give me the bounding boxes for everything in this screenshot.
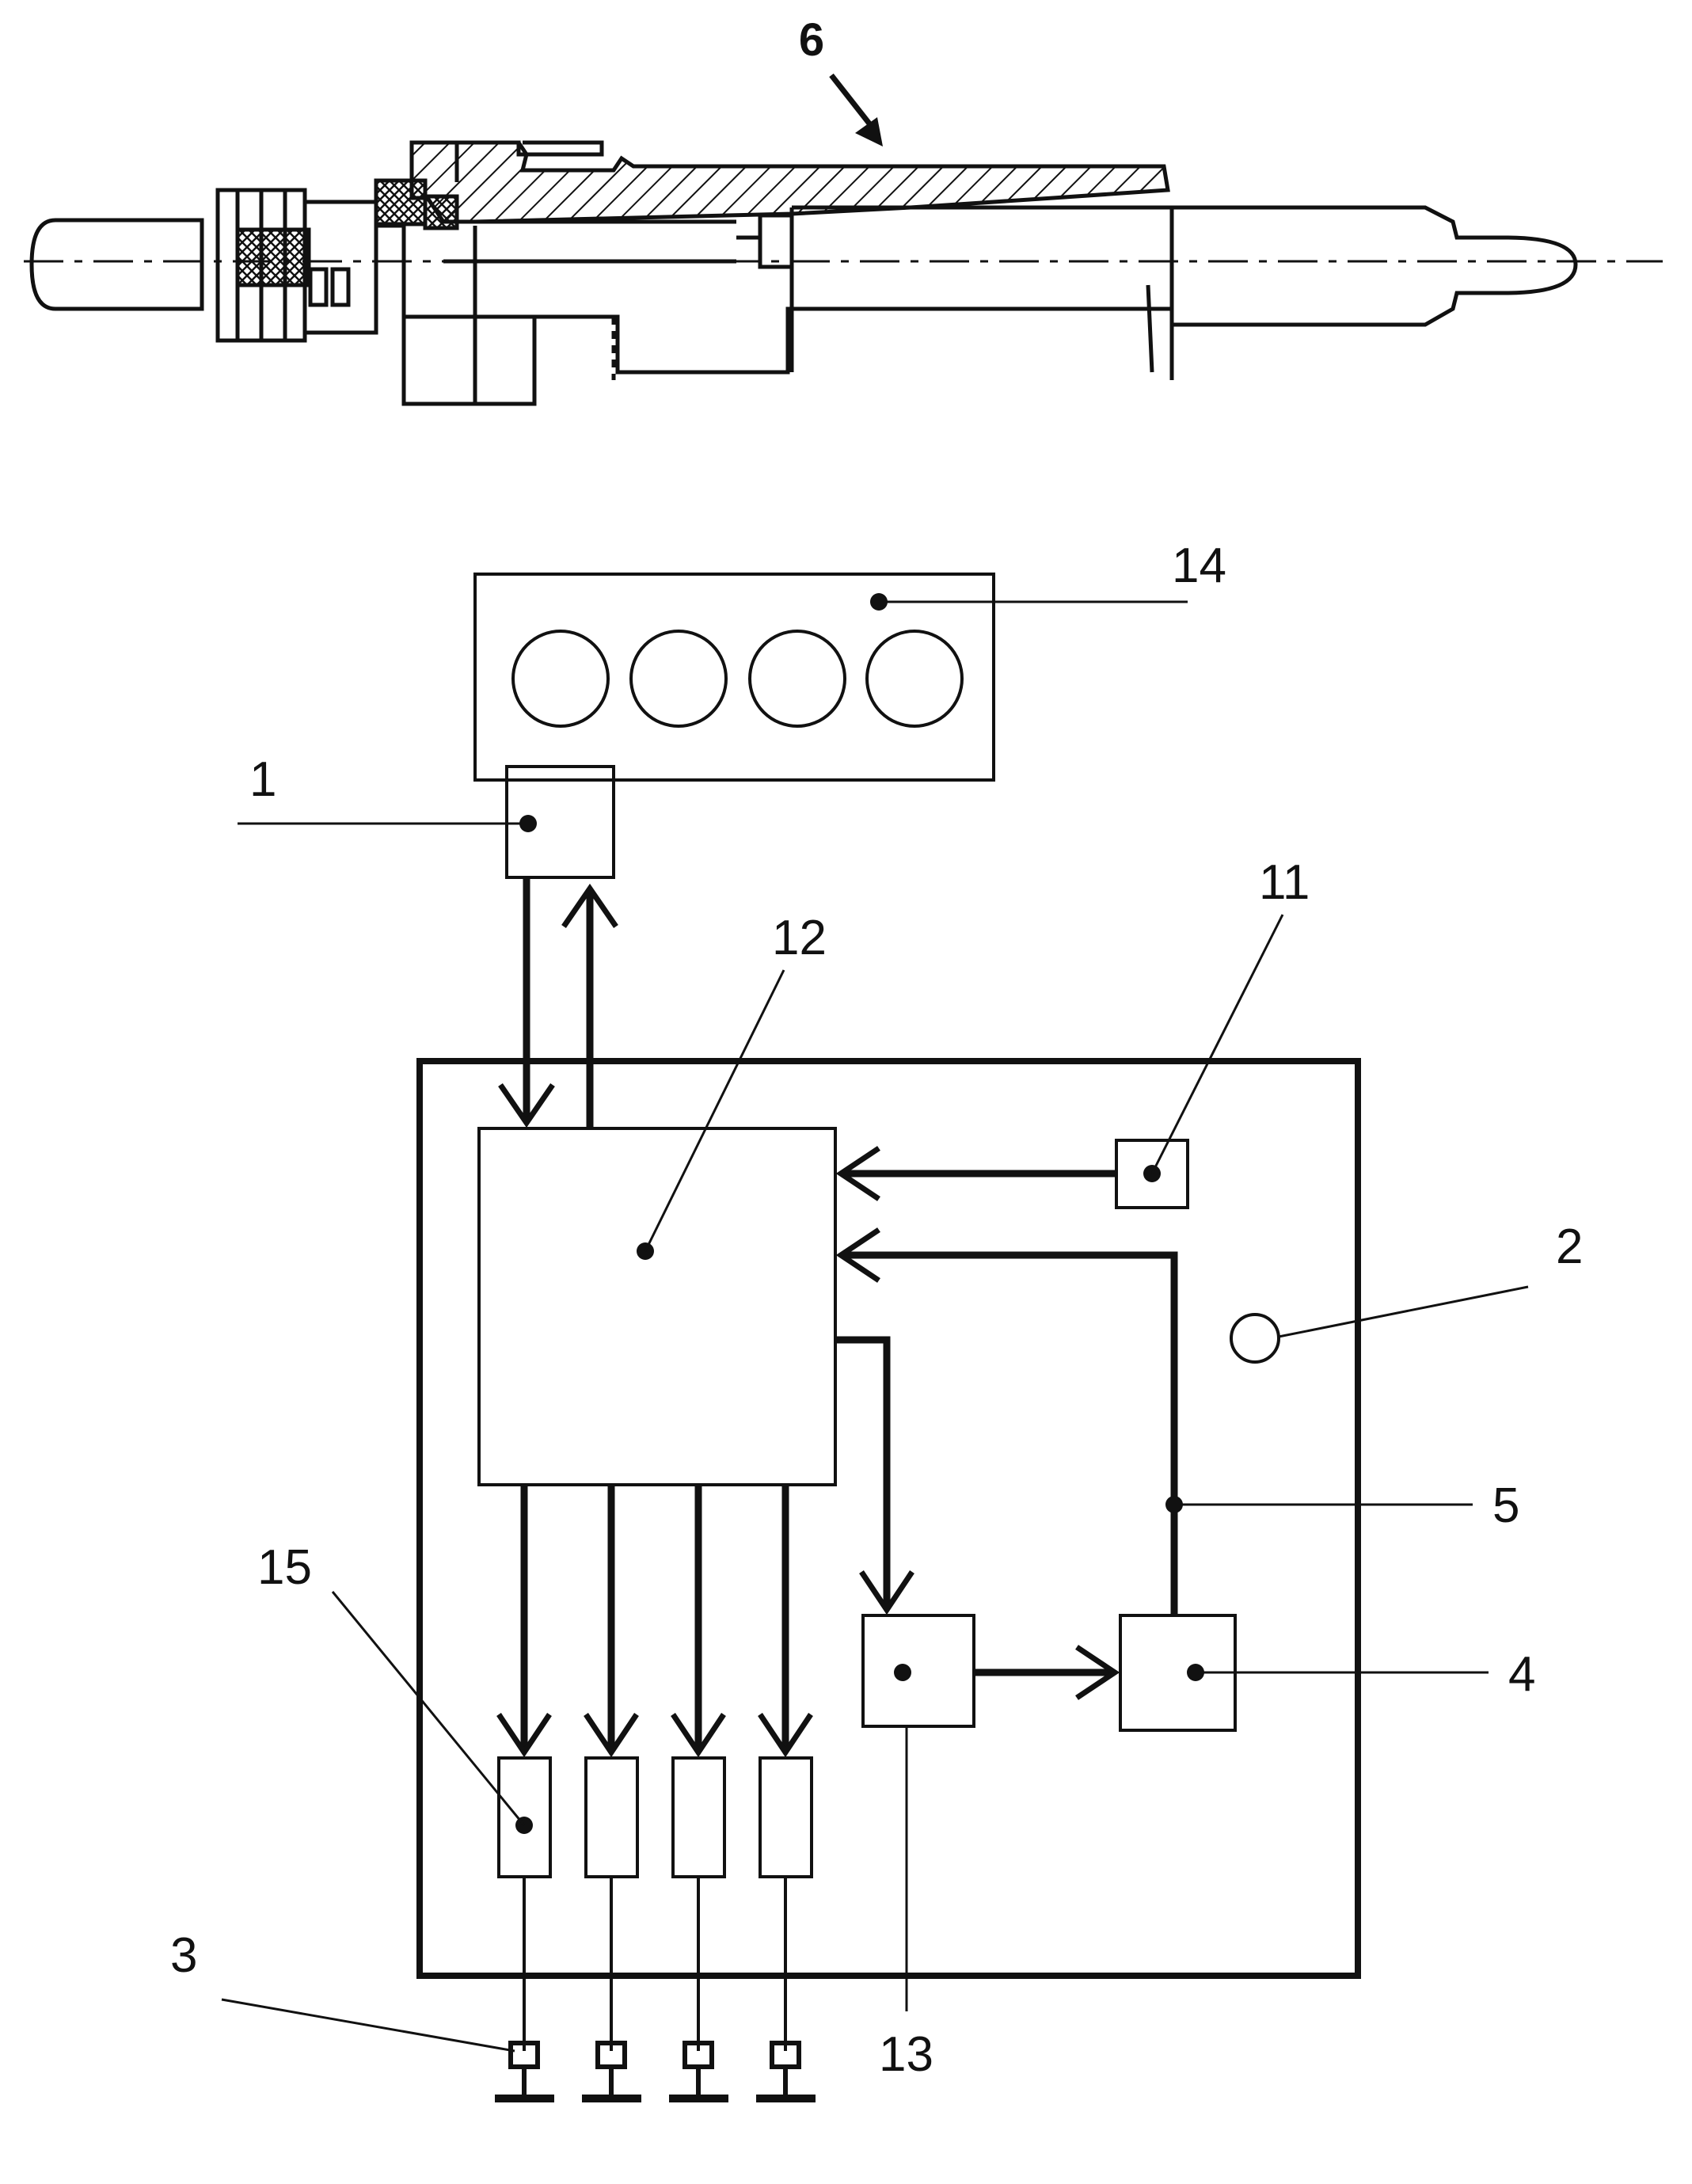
cylinder-4 bbox=[867, 631, 962, 726]
leader-2 bbox=[1279, 1287, 1528, 1337]
label-13: 13 bbox=[879, 2027, 933, 2082]
label-4: 4 bbox=[1508, 1647, 1535, 1702]
block-13 bbox=[863, 1615, 974, 1726]
element-2 bbox=[1231, 1315, 1279, 1362]
label-1: 1 bbox=[249, 752, 276, 807]
switch-15-4 bbox=[760, 1758, 812, 1877]
engine-block-14 bbox=[475, 574, 994, 780]
label-6: 6 bbox=[799, 14, 824, 66]
line-5 bbox=[843, 1255, 1174, 1615]
label-11: 11 bbox=[1259, 855, 1310, 910]
cylinder-1 bbox=[513, 631, 608, 726]
glow-plug-symbols-3 bbox=[495, 2043, 816, 2098]
insulator-mesh bbox=[238, 230, 309, 285]
microcontroller-12 bbox=[479, 1128, 835, 1485]
label-5: 5 bbox=[1492, 1478, 1519, 1533]
leader-11 bbox=[1152, 915, 1283, 1174]
cylinder-3 bbox=[750, 631, 845, 726]
leader-12 bbox=[645, 970, 784, 1251]
line-12-to-13 bbox=[835, 1340, 887, 1608]
label-2: 2 bbox=[1556, 1219, 1583, 1274]
label-15: 15 bbox=[257, 1540, 312, 1595]
cylinder-2 bbox=[631, 631, 726, 726]
leader-3 bbox=[222, 1999, 515, 2051]
switch-15-3 bbox=[673, 1758, 724, 1877]
terminal-stud bbox=[32, 220, 202, 309]
label-12: 12 bbox=[772, 911, 827, 965]
leader-15 bbox=[333, 1592, 524, 1825]
label-14: 14 bbox=[1172, 538, 1226, 593]
glow-plug-drawing bbox=[24, 143, 1663, 404]
switch-15-2 bbox=[586, 1758, 637, 1877]
label-3: 3 bbox=[170, 1928, 197, 1983]
arrow-6 bbox=[831, 75, 883, 146]
